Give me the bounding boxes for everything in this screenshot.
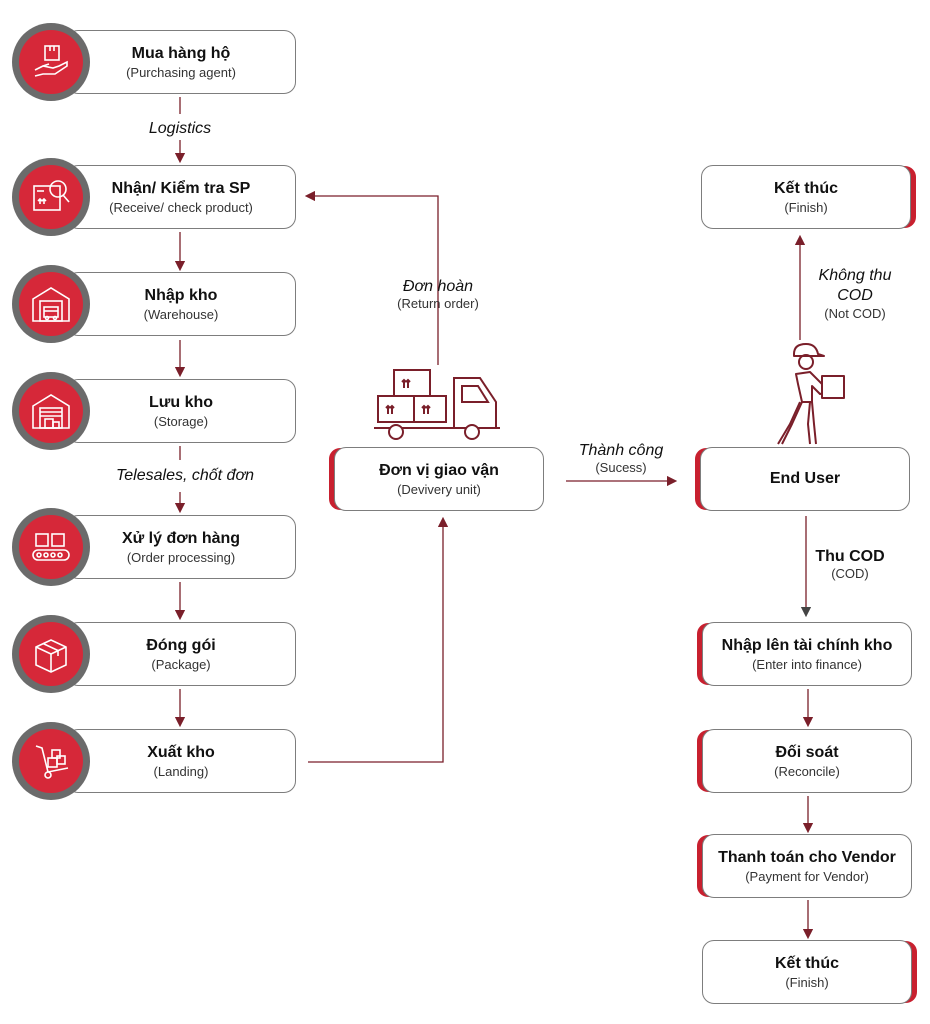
step-title: Đối soát [775,743,839,761]
step-subtitle: (Finish) [784,199,828,215]
step-finish-bottom: Kết thúc (Finish) [702,940,912,1004]
step-subtitle: (Order processing) [126,549,236,565]
step-title: Nhập kho [144,286,218,304]
label-logistics: Logistics [148,120,212,137]
label-cod: Thu COD (COD) [800,548,900,581]
purchasing-icon-circle [12,23,90,101]
step-subtitle: (Receive/ check product) [109,199,253,215]
step-title: Kết thúc [774,179,838,197]
step-subtitle: (Warehouse) [143,306,219,322]
hand-truck-icon [35,745,69,779]
step-order-processing: Xử lý đơn hàng (Order processing) [66,515,296,579]
step-subtitle: (Devivery unit) [397,481,481,497]
step-subtitle: (Purchasing agent) [126,64,236,80]
package-icon-circle [12,615,90,693]
step-payment-vendor: Thanh toán cho Vendor (Payment for Vendo… [702,834,912,898]
step-title: Xuất kho [147,743,215,761]
return-order-title: Đơn hoàn [402,278,474,295]
label-return-order: Đơn hoàn (Return order) [368,278,508,311]
step-delivery-unit: Đơn vị giao vận (Devivery unit) [334,447,544,511]
step-title: End User [769,470,841,487]
cod-subtitle: (COD) [831,566,869,581]
step-package: Đóng gói (Package) [66,622,296,686]
step-subtitle: (Package) [151,656,211,672]
step-landing: Xuất kho (Landing) [66,729,296,793]
step-enter-finance: Nhập lên tài chính kho (Enter into finan… [702,622,912,686]
storage-warehouse-icon [32,394,70,429]
delivery-truck-icon [374,369,500,440]
step-title: Xử lý đơn hàng [121,529,241,547]
step-receive-check: Nhận/ Kiểm tra SP (Receive/ check produc… [66,165,296,229]
conveyor-boxes-icon [32,533,70,561]
step-title: Đóng gói [146,636,216,654]
inspect-magnifier-icon [33,180,70,211]
storage-icon-circle [12,372,90,450]
step-warehouse: Nhập kho (Warehouse) [66,272,296,336]
step-purchasing-agent: Mua hàng hộ (Purchasing agent) [66,30,296,94]
step-end-user: End User [700,447,910,511]
step-reconcile: Đối soát (Reconcile) [702,729,912,793]
label-not-cod: Không thu COD (Not COD) [800,266,910,321]
not-cod-title: Không thu COD [818,267,892,304]
step-title: Thanh toán cho Vendor [718,848,896,866]
step-title: Nhận/ Kiểm tra SP [111,179,251,197]
step-subtitle: (Payment for Vendor) [745,868,869,884]
not-cod-subtitle: (Not COD) [824,306,886,321]
package-box-icon [35,639,67,673]
return-order-subtitle: (Return order) [397,296,479,311]
step-title: Nhập lên tài chính kho [721,636,893,654]
step-storage: Lưu kho (Storage) [66,379,296,443]
success-title: Thành công [578,442,664,459]
step-subtitle: (Landing) [153,763,209,779]
step-subtitle: (Storage) [153,413,209,429]
step-subtitle: (Reconcile) [774,763,840,779]
landing-icon-circle [12,722,90,800]
step-title: Đơn vị giao vận [379,461,499,479]
cod-title: Thu COD [815,548,885,565]
success-subtitle: (Sucess) [595,460,647,475]
warehouse-icon-circle [12,265,90,343]
label-success: Thành công (Sucess) [556,442,686,475]
order-processing-icon-circle [12,508,90,586]
step-subtitle: (Enter into finance) [752,656,862,672]
step-finish-top: Kết thúc (Finish) [701,165,911,229]
label-telesales: Telesales, chốt đơn [115,467,255,484]
warehouse-truck-icon [32,287,70,322]
step-title: Kết thúc [775,954,839,972]
inspect-icon-circle [12,158,90,236]
step-title: Lưu kho [148,393,214,411]
step-title: Mua hàng hộ [131,44,231,62]
courier-person-icon [777,343,845,445]
step-subtitle: (Finish) [785,974,829,990]
purchasing-hand-box-icon [34,45,68,77]
